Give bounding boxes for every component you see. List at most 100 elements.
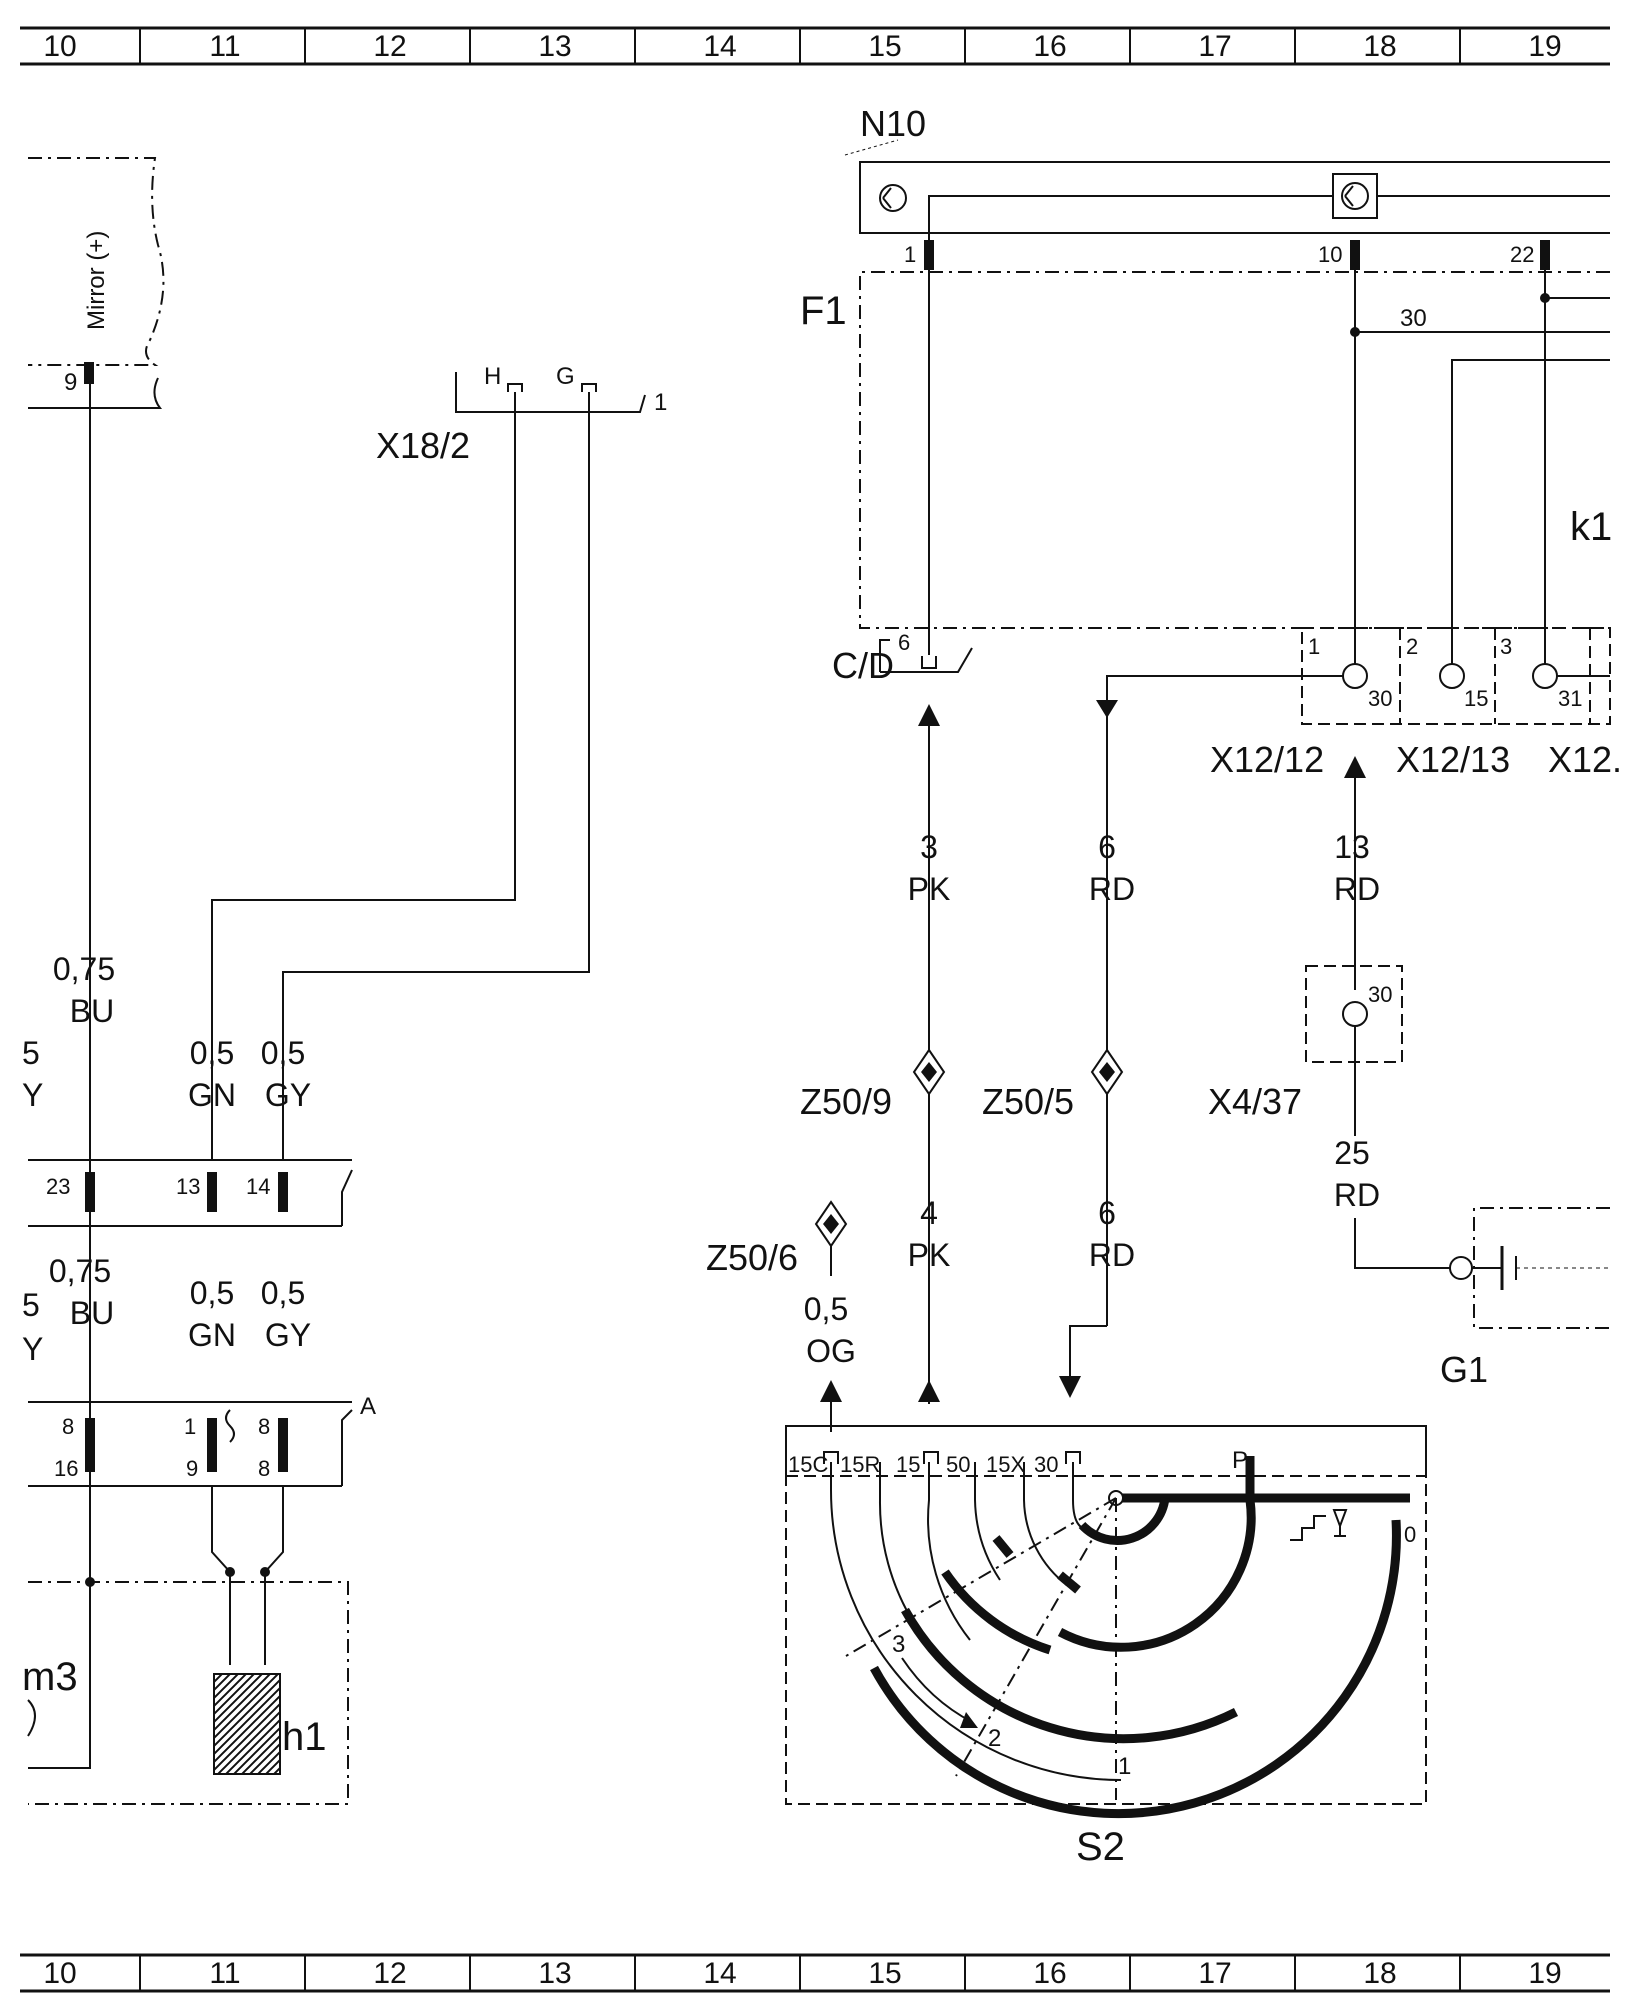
- grid-top-18: 18: [1363, 30, 1396, 63]
- grid-top: 10 11 12 13 14 15 16 17 18 19: [20, 26, 1610, 66]
- cond-partial-y-top: Y: [22, 1077, 43, 1113]
- row1-pin-13: 13: [176, 1174, 200, 1199]
- connector-row-1: 23 13 14: [28, 1159, 353, 1227]
- wire-gy: [282, 392, 590, 1160]
- h1-label: h1: [282, 1715, 327, 1759]
- cond-05gn-top: 0,5: [190, 1035, 234, 1071]
- grid-top-12: 12: [373, 30, 406, 63]
- n10-pin-10: 10: [1318, 242, 1342, 267]
- s2-term-15R: 15R: [840, 1452, 880, 1477]
- grid-top-17: 17: [1198, 30, 1231, 63]
- x12-connectors: 1 2 3 30 15 31 X12/12 X12/13 X12.: [1096, 627, 1622, 780]
- z50-5-label: Z50/5: [982, 1081, 1074, 1122]
- grid-bottom-13: 13: [538, 1957, 571, 1990]
- cond-partial-5-top: 5: [22, 1035, 40, 1071]
- s2-term-15X: 15X: [986, 1452, 1025, 1477]
- x18-pin-G: G: [556, 363, 575, 390]
- cond-05gn-bot: 0,5: [190, 1275, 234, 1311]
- x12-t15: 15: [1464, 686, 1488, 711]
- x12-n2: 2: [1406, 634, 1418, 659]
- s2-term-30: 30: [1034, 1452, 1058, 1477]
- x12-12-label: X12/12: [1210, 739, 1324, 780]
- z50-9-label: Z50/9: [800, 1081, 892, 1122]
- cond-4: 4: [920, 1195, 938, 1231]
- cd-label: C/D: [832, 645, 894, 686]
- cond-13: 13: [1334, 829, 1370, 865]
- grid-top-19: 19: [1528, 30, 1561, 63]
- row2-pin-16: 16: [54, 1456, 78, 1481]
- cond-gn-bot: GN: [188, 1317, 236, 1353]
- cond-05-og: 0,5: [804, 1291, 848, 1327]
- s2-pos-1: 1: [1118, 1753, 1131, 1780]
- x12-n1: 1: [1308, 634, 1320, 659]
- row1-pin-14: 14: [246, 1174, 270, 1199]
- n10-module: N10 1 10 22: [844, 103, 1610, 270]
- cond-25: 25: [1334, 1135, 1370, 1171]
- row2-pin-8c: 8: [258, 1456, 270, 1481]
- cond-rd-6-bot: RD: [1089, 1237, 1135, 1273]
- wire-og: Z50/6 0,5 OG: [706, 1200, 856, 1432]
- s2-ignition-switch: 15C 15R 15 50 15X 30 P 3 2 1: [785, 1425, 1427, 1869]
- x12-13-label: X12/13: [1396, 739, 1510, 780]
- cond-pk-bot: PK: [908, 1237, 951, 1273]
- x12-t31: 31: [1558, 686, 1582, 711]
- s2-pos-2: 2: [988, 1725, 1001, 1752]
- wire-rd-6: 6 RD Z50/5 6 RD: [982, 718, 1135, 1398]
- grid-bottom-10: 10: [43, 1957, 76, 1990]
- row2-letter-A: A: [360, 1393, 376, 1420]
- s2-term-P: P: [1232, 1447, 1248, 1474]
- cond-rd-25: RD: [1334, 1177, 1380, 1213]
- grid-bottom-19: 19: [1528, 1957, 1561, 1990]
- n10-pin-1: 1: [904, 242, 916, 267]
- connector-row-2: 8 16 1 9 8 8 A: [28, 1393, 376, 1487]
- x12-partial-label: X12.: [1548, 739, 1622, 780]
- cond-rd-6-top: RD: [1089, 871, 1135, 907]
- mirror-component: Mirror (+) 9: [28, 157, 165, 1768]
- s2-term-15C: 15C: [788, 1452, 828, 1477]
- x18-pin-H: H: [484, 363, 501, 390]
- cond-05gy-top: 0,5: [261, 1035, 305, 1071]
- grid-top-13: 13: [538, 30, 571, 63]
- grid-top-14: 14: [703, 30, 736, 63]
- cond-6-bot: 6: [1098, 1195, 1116, 1231]
- h1-element: [213, 1673, 281, 1775]
- grid-bottom-16: 16: [1033, 1957, 1066, 1990]
- f1-module: F1 30 k1: [800, 270, 1612, 670]
- m3-label: m3: [22, 1655, 78, 1699]
- h1-box: h1 m3: [22, 1581, 349, 1805]
- x18-pin-1: 1: [654, 389, 667, 416]
- cond-partial-5-bot: 5: [22, 1287, 40, 1323]
- x12-n3: 3: [1500, 634, 1512, 659]
- x18-2-label: X18/2: [376, 425, 470, 466]
- grid-bottom-12: 12: [373, 1957, 406, 1990]
- cond-rd-13: RD: [1334, 871, 1380, 907]
- grid-bottom-11: 11: [209, 1957, 240, 1990]
- n10-pin-22: 22: [1510, 242, 1534, 267]
- grid-bottom-18: 18: [1363, 1957, 1396, 1990]
- s2-label: S2: [1076, 1825, 1125, 1869]
- cond-075-top: 0,75: [53, 951, 115, 987]
- cond-6-top: 6: [1098, 829, 1116, 865]
- f1-label: F1: [800, 289, 847, 333]
- cond-pk-top: PK: [908, 871, 951, 907]
- x4-37-label: X4/37: [1208, 1081, 1302, 1122]
- cond-bu-bot: BU: [70, 1295, 114, 1331]
- row2-pin-8b: 8: [258, 1414, 270, 1439]
- x4-pin-30: 30: [1368, 982, 1392, 1007]
- mirror-label: Mirror (+): [83, 231, 110, 330]
- mirror-pin-9: 9: [64, 369, 77, 396]
- row2-pin-1: 1: [184, 1414, 196, 1439]
- cond-075-bot: 0,75: [49, 1253, 111, 1289]
- cond-bu-top: BU: [70, 993, 114, 1029]
- grid-bottom-14: 14: [703, 1957, 736, 1990]
- cond-gy-top: GY: [265, 1077, 311, 1113]
- row1-pin-23: 23: [46, 1174, 70, 1199]
- wire-rd-13: 13 RD 30 X4/37 25 RD G1: [1208, 756, 1610, 1390]
- s2-term-50: 50: [946, 1452, 970, 1477]
- row2-pin-8a: 8: [62, 1414, 74, 1439]
- g1-label: G1: [1440, 1349, 1488, 1390]
- grid-top-16: 16: [1033, 30, 1066, 63]
- grid-bottom-17: 17: [1198, 1957, 1231, 1990]
- cond-gy-bot: GY: [265, 1317, 311, 1353]
